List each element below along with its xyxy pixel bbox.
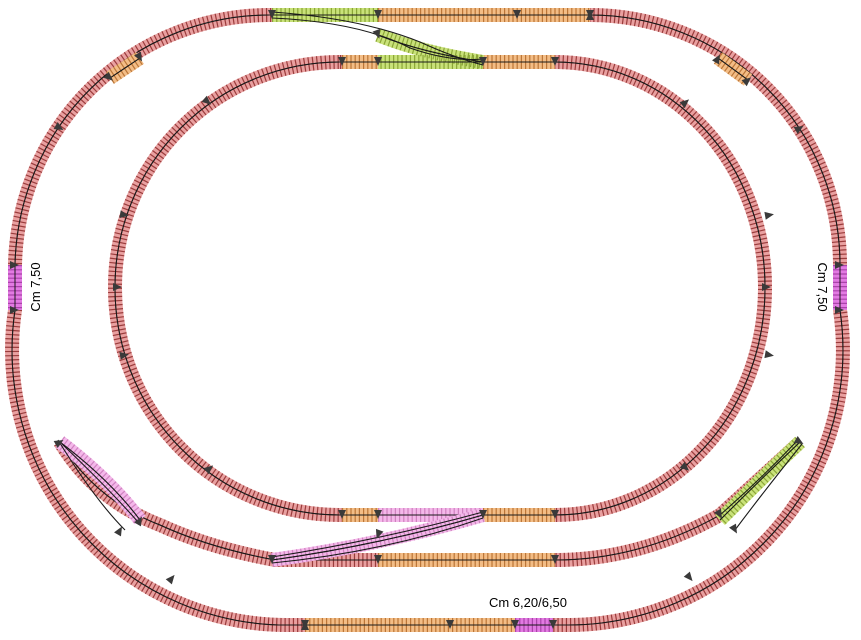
special-sections — [8, 265, 847, 632]
joint-marker — [301, 621, 309, 630]
joint-marker — [338, 510, 346, 519]
joint-marker — [741, 77, 752, 87]
rail — [109, 57, 141, 79]
joint-markers — [10, 10, 844, 630]
joint-marker — [714, 508, 722, 519]
joint-marker — [268, 10, 276, 19]
joint-marker — [119, 351, 129, 360]
joint-marker — [586, 11, 594, 20]
joint-marker — [479, 57, 487, 66]
track-ties — [107, 55, 773, 522]
joint-marker — [338, 57, 346, 66]
switch-left-rail-2 — [61, 443, 139, 523]
middle-passing-track — [54, 436, 805, 567]
joint-marker — [793, 436, 804, 444]
joint-marker — [712, 54, 720, 65]
joint-marker — [114, 526, 122, 537]
joint-marker — [729, 523, 737, 534]
straight-segments — [106, 8, 753, 632]
joint-marker — [446, 620, 454, 629]
rail — [11, 14, 844, 626]
joint-marker — [134, 516, 142, 527]
joint-marker — [764, 350, 774, 359]
joint-marker — [511, 620, 519, 629]
joint-marker — [513, 10, 521, 19]
joint-marker — [793, 126, 804, 134]
joint-marker — [835, 306, 844, 314]
switch-bottom-rail-2 — [271, 517, 484, 564]
joint-marker — [53, 440, 64, 448]
joint-marker — [375, 528, 384, 539]
joint-marker — [268, 555, 276, 564]
joint-marker — [119, 210, 129, 219]
joint-marker — [551, 510, 559, 519]
joint-marker — [374, 10, 382, 19]
joint-marker — [551, 555, 559, 564]
left-loop-label: Cm 7,50 — [28, 262, 43, 311]
joint-marker — [679, 99, 690, 109]
rail — [59, 441, 801, 561]
joint-marker — [374, 57, 382, 66]
inner-loop-track — [107, 55, 773, 522]
switch-right-rail — [734, 443, 803, 531]
switch-top — [271, 8, 485, 69]
joint-marker — [374, 555, 382, 564]
joint-marker — [835, 261, 844, 269]
bottom-segment-label: Cm 6,20/6,50 — [489, 595, 567, 610]
rail — [114, 61, 766, 516]
joint-marker — [10, 306, 19, 314]
joint-marker — [479, 510, 487, 519]
joint-marker — [10, 261, 19, 269]
rail — [59, 441, 141, 521]
inner-curve-track — [107, 55, 773, 522]
joint-marker — [679, 461, 690, 471]
joint-marker — [374, 510, 382, 519]
right-loop-label: Cm 7,50 — [815, 262, 830, 311]
switch-right-rail-2 — [719, 439, 799, 516]
joint-marker — [762, 283, 771, 291]
rail — [271, 514, 484, 561]
joint-marker — [549, 620, 557, 629]
joint-marker — [372, 28, 381, 39]
joint-marker — [203, 465, 214, 475]
rail — [114, 61, 766, 516]
switch-left — [55, 436, 146, 531]
joint-marker — [165, 574, 175, 585]
joint-marker — [764, 211, 774, 220]
switch-top-rail — [271, 11, 484, 66]
switch-bottom-center — [271, 508, 485, 567]
joint-marker — [103, 71, 114, 81]
switch-bottom-rail — [271, 511, 484, 558]
rail — [717, 57, 749, 81]
joint-marker — [113, 283, 122, 291]
outer-loop-track — [5, 7, 850, 633]
switch-right — [715, 436, 805, 531]
joint-marker — [551, 57, 559, 66]
joint-marker — [201, 95, 212, 105]
switch-top-rail-2 — [271, 17, 484, 61]
switch-left-rail — [57, 439, 126, 531]
joint-marker — [683, 571, 693, 582]
rail — [719, 441, 801, 521]
joint-marker — [134, 51, 142, 62]
joint-marker — [53, 122, 64, 130]
